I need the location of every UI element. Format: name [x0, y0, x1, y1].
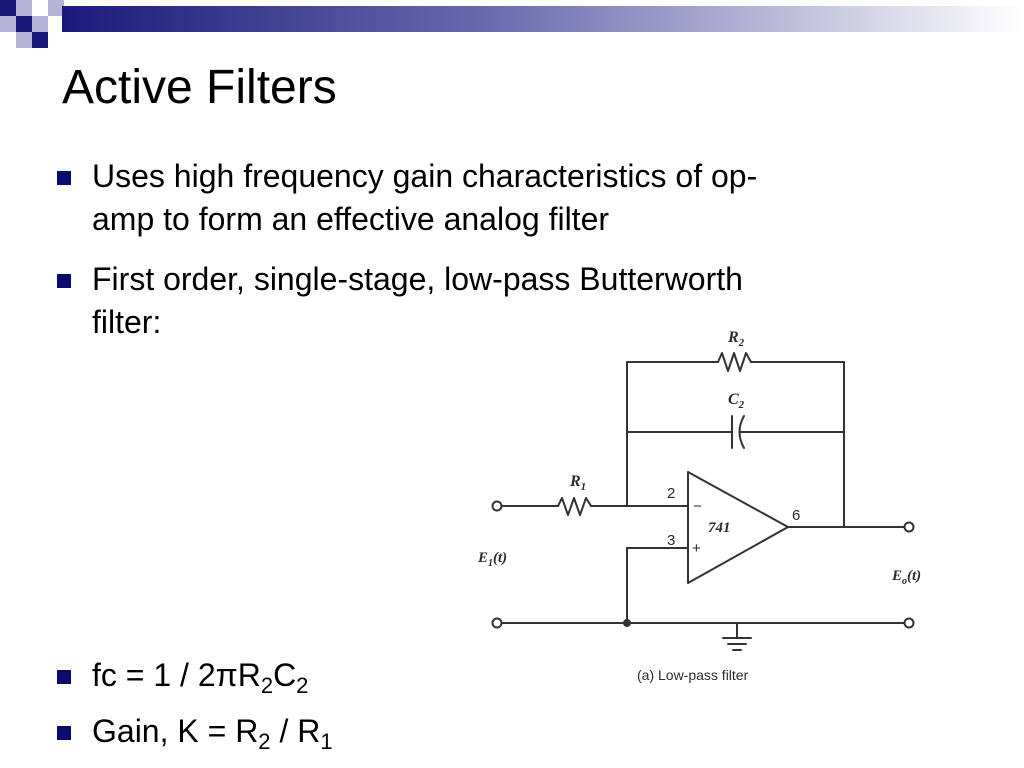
circuit-caption: (a) Low-pass filter	[637, 667, 749, 683]
circuit-diagram: R2 C2 R1 2 3 6 − + 741 E1(t) Eo(t) (a) L…	[477, 329, 921, 683]
plus-sign: +	[692, 540, 701, 557]
r1-label: R1	[569, 473, 586, 493]
pin-2-label: 2	[667, 485, 675, 502]
slide-title: Active Filters	[62, 61, 337, 114]
ground-symbol-icon	[722, 622, 752, 651]
formula-fc: fc = 1 / 2πR2C2	[57, 654, 309, 707]
r1-resistor-symbol	[557, 497, 592, 516]
output-terminal	[903, 521, 915, 533]
pin-3-label: 3	[667, 532, 675, 549]
pin-6-label: 6	[792, 507, 800, 524]
formula-fc-pi: π	[215, 657, 238, 693]
formula-gain-r1-sub: 1	[320, 729, 333, 754]
formula-gain-lhs: Gain, K = R	[92, 713, 259, 749]
output-voltage-label: Eo(t)	[891, 568, 921, 587]
r2-resistor-symbol	[717, 352, 752, 372]
formula-gain-mid: / R	[270, 713, 321, 749]
formula-gain: Gain, K = R2 / R1	[57, 710, 333, 763]
formula-fc-c-sub: 2	[296, 673, 309, 698]
minus-sign: −	[693, 498, 702, 515]
bullet-line: amp to form an effective analog filter	[92, 201, 610, 237]
junction-dot	[623, 619, 631, 627]
bullet-square-icon	[57, 670, 71, 684]
bullet-line: filter:	[92, 304, 162, 340]
bullet-square-icon	[57, 274, 71, 288]
formula-gain-r2-sub: 2	[258, 729, 271, 754]
opamp-741-label: 741	[708, 520, 731, 536]
formula-fc-r-sub: 2	[260, 673, 274, 698]
r2-feedback-wire	[626, 361, 719, 507]
formula-fc-lhs: fc = 1 / 2	[92, 657, 216, 693]
ground-terminal-right	[903, 617, 915, 629]
bullet-line: Uses high frequency gain characteristics…	[92, 158, 758, 194]
noninverting-input-wire	[626, 547, 689, 624]
input-terminal	[491, 500, 503, 512]
r2-label: R2	[727, 329, 745, 349]
c2-label: C2	[728, 391, 745, 411]
bullet-item: First order, single-stage, low-pass Butt…	[57, 258, 743, 344]
bullet-square-icon	[57, 726, 71, 740]
input-voltage-label: E1(t)	[477, 550, 507, 569]
ground-terminal-left	[491, 617, 503, 629]
bullet-line: First order, single-stage, low-pass Butt…	[92, 261, 743, 297]
opamp-symbol	[687, 471, 789, 584]
formula-fc-r: R	[237, 657, 261, 693]
bullet-item: Uses high frequency gain characteristics…	[57, 155, 758, 241]
header-decoration	[0, 0, 1024, 48]
formula-fc-c: C	[273, 657, 297, 693]
r2-feedback-wire	[750, 361, 845, 528]
bullet-square-icon	[57, 171, 71, 185]
